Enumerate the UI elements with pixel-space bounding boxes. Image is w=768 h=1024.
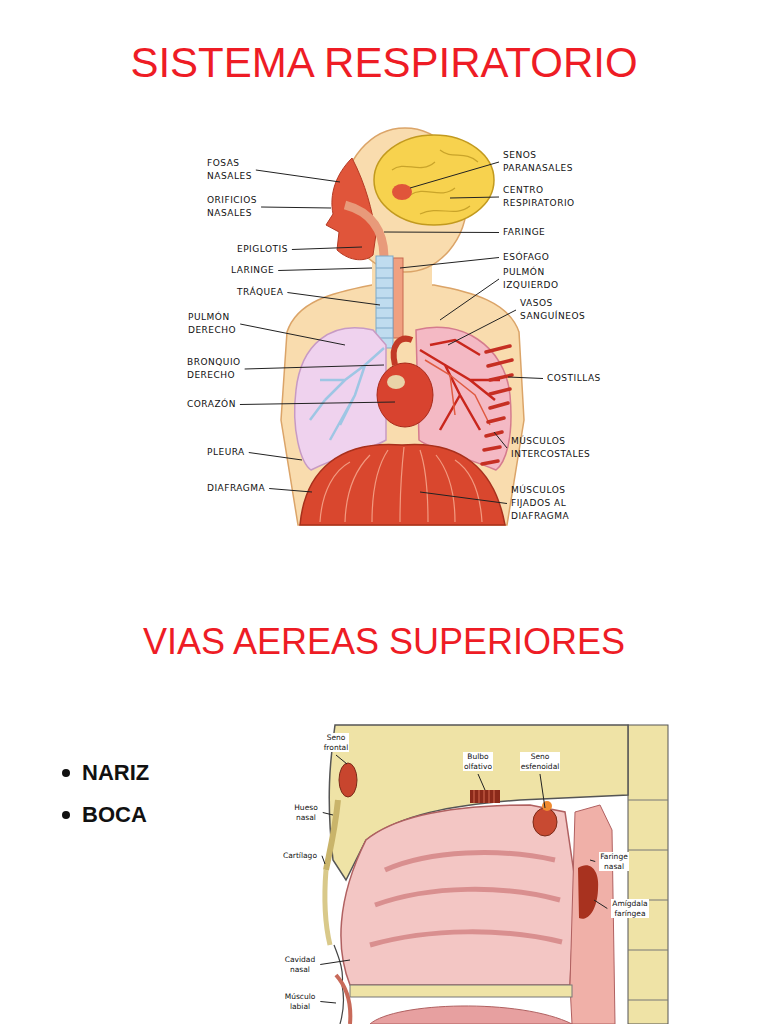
part-label: Bulbo olfativo: [463, 752, 493, 771]
leader-line: [323, 813, 333, 816]
leader-line: [320, 960, 350, 965]
leader-line: [384, 232, 499, 234]
part-label: EPIGLOTIS: [237, 243, 288, 256]
heart: [377, 339, 433, 427]
bullet-item: BOCA: [82, 802, 147, 828]
leader-line: [240, 324, 345, 345]
leader-line: [269, 489, 312, 493]
leader-line: [508, 377, 543, 379]
brain: [374, 135, 494, 225]
part-label: DIAFRAGMA: [207, 482, 265, 495]
part-label: Hueso nasal: [293, 803, 319, 822]
section-heading: VIAS AEREAS SUPERIORES: [0, 622, 768, 662]
leader-line: [420, 492, 507, 504]
part-label: MÚSCULOS FIJADOS AL DIAFRAGMA: [511, 484, 607, 523]
leader-line: [256, 170, 340, 182]
leader-line: [240, 402, 395, 405]
part-label: PLEURA: [207, 446, 245, 459]
leader-line: [249, 453, 302, 461]
part-label: SENOS PARANASALES: [503, 149, 573, 175]
part-label: LARINGE: [231, 264, 274, 277]
bullet-item: NARIZ: [82, 760, 149, 786]
leader-line: [261, 207, 331, 208]
ribs: [482, 346, 512, 464]
part-label: Cartílago: [282, 851, 318, 861]
torso-figure: [281, 128, 524, 525]
bullet-dot: [62, 769, 70, 777]
head-section: [325, 725, 668, 1024]
part-label: COSTILLAS: [547, 372, 601, 385]
part-label: PULMÓN DERECHO: [188, 311, 236, 337]
bullet-dot: [62, 811, 70, 819]
part-label: BRONQUIO DERECHO: [187, 356, 241, 382]
part-label: PULMÓN IZQUIERDO: [503, 266, 559, 292]
diaphragm: [300, 444, 505, 525]
part-label: Seno esfenoidal: [520, 752, 561, 771]
part-label: Cavidad nasal: [284, 955, 316, 974]
part-label: CORAZÓN: [187, 398, 236, 411]
face-section: [326, 158, 412, 260]
leader-line: [594, 900, 607, 909]
leader-line: [478, 774, 485, 790]
leader-line: [322, 856, 325, 864]
leader-line: [336, 755, 347, 764]
part-label: FARINGE: [503, 226, 545, 239]
leader-line: [410, 162, 499, 188]
part-label: ORIFICIOS NASALES: [207, 194, 257, 220]
leader-line: [400, 258, 499, 269]
leader-line: [540, 774, 545, 808]
part-label: VASOS SANGUÍNEOS: [520, 297, 585, 323]
leader-line: [448, 310, 516, 345]
leader-line: [440, 279, 499, 320]
part-label: MÚSCULOS INTERCOSTALES: [511, 435, 590, 461]
leader-line: [450, 197, 499, 198]
part-label: Seno frontal: [323, 733, 350, 752]
leader-line: [494, 432, 507, 448]
leader-line: [292, 247, 362, 250]
page-title: SISTEMA RESPIRATORIO: [0, 40, 768, 86]
part-label: ESÓFAGO: [503, 251, 549, 264]
leader-line: [590, 860, 595, 862]
leader-line: [245, 365, 384, 369]
part-label: FOSAS NASALES: [207, 157, 252, 183]
leader-line: [278, 268, 372, 271]
airway: [376, 256, 403, 348]
part-label: Amígdala faríngea: [611, 899, 648, 918]
part-label: TRÁQUEA: [237, 286, 283, 299]
part-label: CENTRO RESPIRATORIO: [503, 184, 575, 210]
part-label: Músculo labial: [284, 992, 317, 1011]
part-label: Faringe nasal: [599, 852, 629, 871]
leader-line: [287, 293, 380, 306]
leader-line: [320, 1002, 336, 1004]
